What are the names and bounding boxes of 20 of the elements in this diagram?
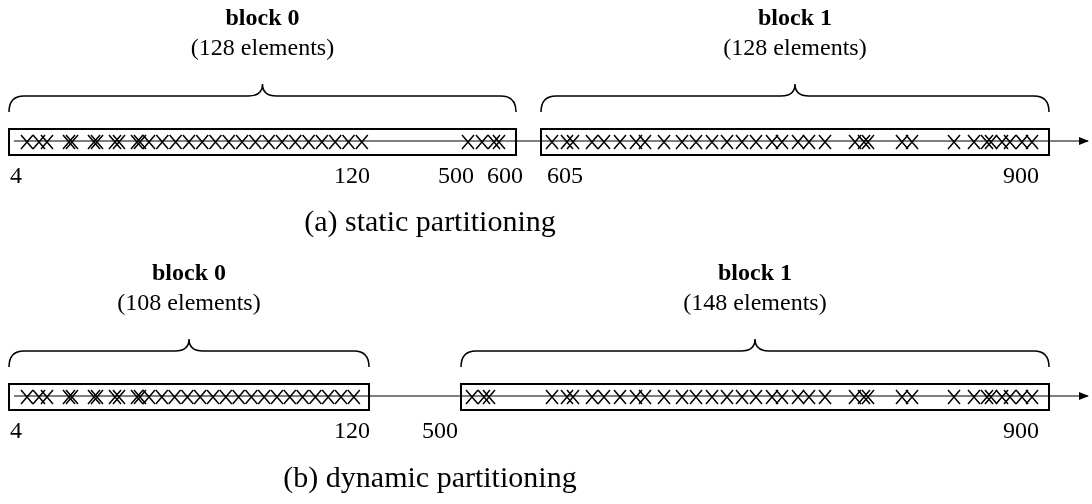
index-label: 600 (487, 161, 523, 190)
index-label: 120 (334, 161, 370, 190)
index-label: 900 (1003, 416, 1039, 445)
element-count: (148 elements) (682, 288, 828, 317)
caption: (b) dynamic partitioning (283, 462, 577, 492)
block-title: block 1 (757, 3, 833, 32)
index-label: 4 (10, 161, 22, 190)
block-title: block 0 (151, 258, 227, 287)
index-label: 500 (438, 161, 474, 190)
index-label: 900 (1003, 161, 1039, 190)
caption: (a) static partitioning (304, 206, 556, 236)
block-title: block 1 (717, 258, 793, 287)
index-label: 120 (334, 416, 370, 445)
index-label: 4 (10, 416, 22, 445)
element-count: (108 elements) (116, 288, 262, 317)
index-label: 605 (547, 161, 583, 190)
element-count: (128 elements) (722, 33, 868, 62)
index-label: 500 (422, 416, 458, 445)
block-title: block 0 (224, 3, 301, 32)
element-count: (128 elements) (189, 33, 336, 62)
